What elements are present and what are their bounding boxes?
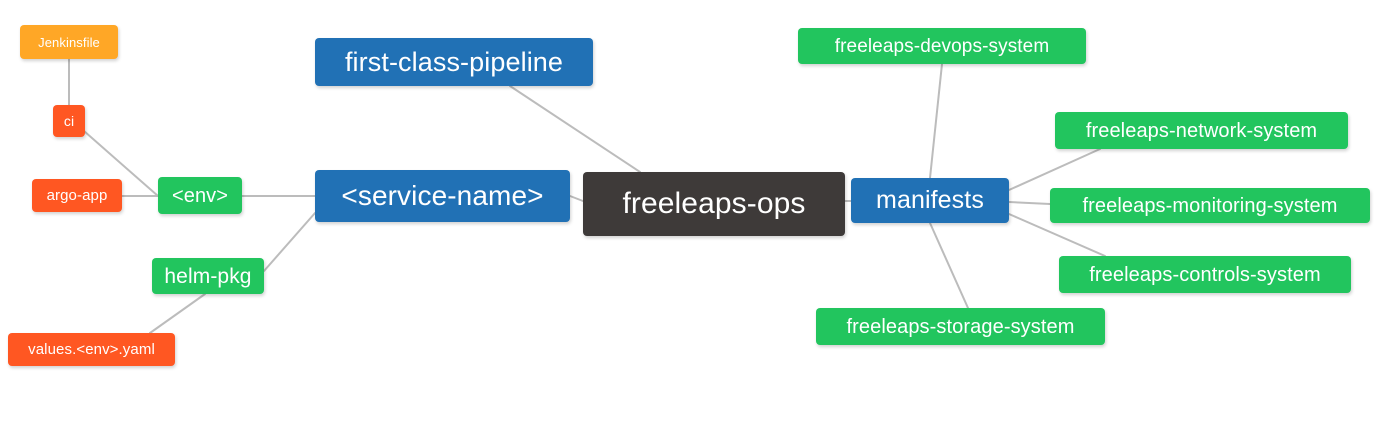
node-freeleaps-controls-system[interactable]: freeleaps-controls-system: [1059, 256, 1351, 293]
node-label-service-name: <service-name>: [341, 180, 544, 211]
node-freeleaps-devops-system[interactable]: freeleaps-devops-system: [798, 28, 1086, 64]
node-label-manifests: manifests: [876, 186, 984, 214]
node-manifests[interactable]: manifests: [851, 178, 1009, 223]
node-ci[interactable]: ci: [53, 105, 85, 137]
node-argo-app[interactable]: argo-app: [32, 179, 122, 212]
node-helm-pkg[interactable]: helm-pkg: [152, 258, 264, 294]
node-label-freeleaps-controls-system: freeleaps-controls-system: [1089, 263, 1321, 286]
node-label-values-env-yaml: values.<env>.yaml: [28, 341, 155, 358]
edge-manifests-to-freeleaps-storage-system: [929, 222, 969, 309]
node-label-freeleaps-network-system: freeleaps-network-system: [1085, 119, 1318, 142]
edge-helm-pkg-to-values-env-yaml: [149, 293, 206, 334]
node-label-freeleaps-ops: freeleaps-ops: [622, 187, 806, 220]
node-first-class-pipeline[interactable]: first-class-pipeline: [315, 38, 593, 86]
edge-first-class-pipeline-to-freeleaps-ops: [509, 85, 641, 173]
node-label-argo-app: argo-app: [46, 187, 108, 204]
node-freeleaps-storage-system[interactable]: freeleaps-storage-system: [816, 308, 1105, 345]
node-freeleaps-network-system[interactable]: freeleaps-network-system: [1055, 112, 1348, 149]
node-freeleaps-ops[interactable]: freeleaps-ops: [583, 172, 845, 236]
edge-manifests-to-freeleaps-monitoring-system: [1008, 201, 1051, 205]
node-jenkinsfile[interactable]: Jenkinsfile: [20, 25, 118, 59]
node-label-jenkinsfile: Jenkinsfile: [38, 34, 100, 50]
node-label-helm-pkg: helm-pkg: [164, 264, 252, 288]
node-service-name[interactable]: <service-name>: [315, 170, 570, 222]
edge-service-name-to-freeleaps-ops: [569, 195, 584, 202]
node-label-ci: ci: [63, 113, 75, 129]
node-freeleaps-monitoring-system[interactable]: freeleaps-monitoring-system: [1050, 188, 1370, 223]
node-label-first-class-pipeline: first-class-pipeline: [344, 46, 564, 77]
node-label-env: <env>: [171, 184, 229, 207]
edge-manifests-to-freeleaps-network-system: [1008, 148, 1101, 191]
node-label-freeleaps-monitoring-system: freeleaps-monitoring-system: [1082, 194, 1338, 217]
edge-service-name-to-helm-pkg: [263, 212, 316, 272]
edge-manifests-to-freeleaps-devops-system: [929, 63, 943, 179]
node-values-env-yaml[interactable]: values.<env>.yaml: [8, 333, 175, 366]
node-label-freeleaps-devops-system: freeleaps-devops-system: [834, 35, 1050, 57]
node-label-freeleaps-storage-system: freeleaps-storage-system: [846, 315, 1075, 338]
node-env[interactable]: <env>: [158, 177, 242, 214]
